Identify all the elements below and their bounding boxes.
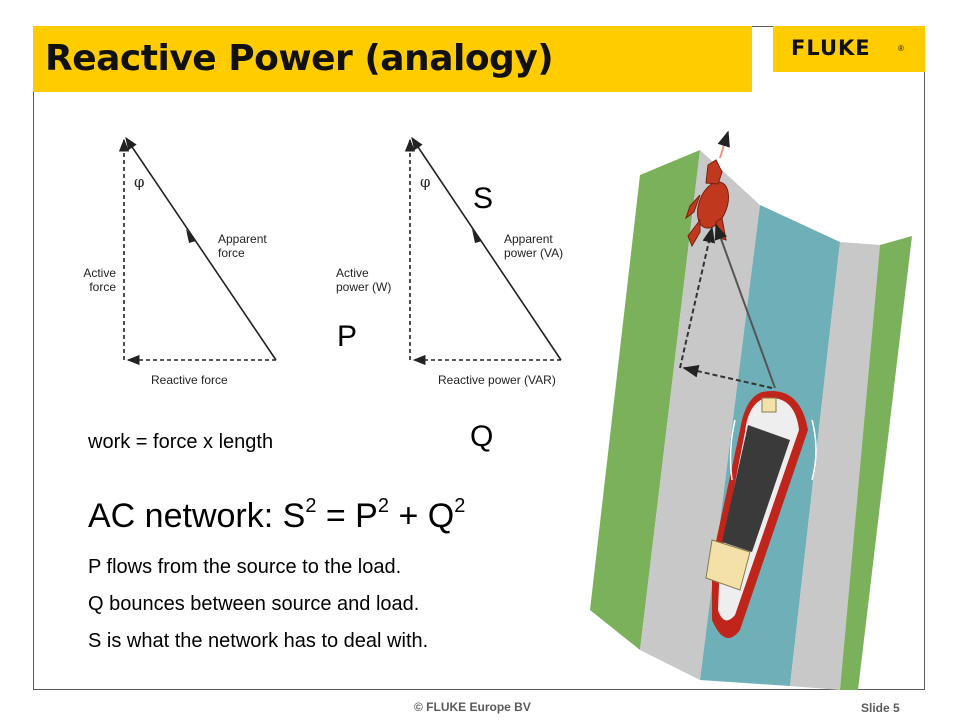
apparent-force-vector <box>125 136 277 361</box>
horse-icon <box>685 159 730 248</box>
body-line-q-bounce: Q bounces between source and load. <box>88 593 420 615</box>
apparent-force-label-line2: force <box>218 246 245 260</box>
boat-wake-left <box>729 419 736 481</box>
apparent-power-midarrow <box>472 229 482 243</box>
apparent-power-label-line1: Apparent <box>504 232 553 246</box>
q-label: Q <box>470 420 494 453</box>
logo-text: FLUKE <box>791 36 871 60</box>
footer-slide-number: Slide 5 <box>861 701 900 715</box>
boat-wake-right <box>811 419 817 481</box>
fluke-logo: FLUKE ® <box>773 26 925 72</box>
apparent-power-label-line2: power (VA) <box>504 246 564 260</box>
body-line-s-network: S is what the network has to deal with. <box>88 630 429 652</box>
reactive-force-label: Reactive force <box>151 373 228 387</box>
left-towpath <box>640 150 760 680</box>
horse-direction-arrow <box>717 130 730 159</box>
phi-symbol-right: φ <box>420 173 431 191</box>
slide-title: Reactive Power (analogy) <box>45 38 554 79</box>
apparent-power-label: Apparent power (VA) <box>504 232 563 260</box>
body-line-p-flow: P flows from the source to the load. <box>88 556 402 578</box>
rope-dashed-horizontal <box>682 364 773 389</box>
formula-exponent-q: 2 <box>454 495 466 517</box>
boat-cargo-box <box>705 539 751 591</box>
work-formula: work = force x length <box>88 431 274 453</box>
formula-exponent-p: 2 <box>377 495 389 517</box>
apparent-force-label-line1: Apparent <box>218 232 267 246</box>
footer-copyright: © FLUKE Europe BV <box>414 700 531 714</box>
title-bar <box>33 26 752 92</box>
left-grass-bank <box>590 150 700 650</box>
phi-symbol-left: φ <box>134 173 145 191</box>
boat-icon <box>705 391 808 638</box>
active-power-label: Active power (W) <box>336 266 391 294</box>
active-force-label-line1: Active <box>83 266 116 280</box>
rope-line <box>714 223 776 389</box>
canal-illustration <box>590 130 912 690</box>
s-label: S <box>473 182 494 215</box>
formula-prefix: AC network: S <box>88 497 306 535</box>
boat-cabin <box>722 425 790 552</box>
active-power-label-line1: Active <box>336 266 369 280</box>
reactive-power-label: Reactive power (VAR) <box>438 373 556 387</box>
boat-bow-box <box>761 397 777 413</box>
formula-equals: = P <box>316 497 378 535</box>
force-triangle <box>118 136 277 366</box>
active-power-label-line2: power (W) <box>336 280 392 294</box>
apparent-force-midarrow <box>186 229 196 243</box>
p-label: P <box>337 320 358 353</box>
active-force-label-line2: force <box>89 280 116 294</box>
active-force-label: Active force <box>72 266 116 294</box>
formula-exponent-s: 2 <box>305 495 317 517</box>
ac-network-formula: AC network: S2 = P2 + Q2 <box>88 495 466 536</box>
right-grass-bank <box>840 236 912 690</box>
apparent-force-label: Apparent force <box>218 232 267 260</box>
apparent-power-vector <box>411 136 562 361</box>
logo-registered-mark: ® <box>898 44 904 53</box>
power-triangle <box>404 136 562 366</box>
formula-plus: + Q <box>389 497 455 535</box>
right-bank <box>790 242 880 690</box>
